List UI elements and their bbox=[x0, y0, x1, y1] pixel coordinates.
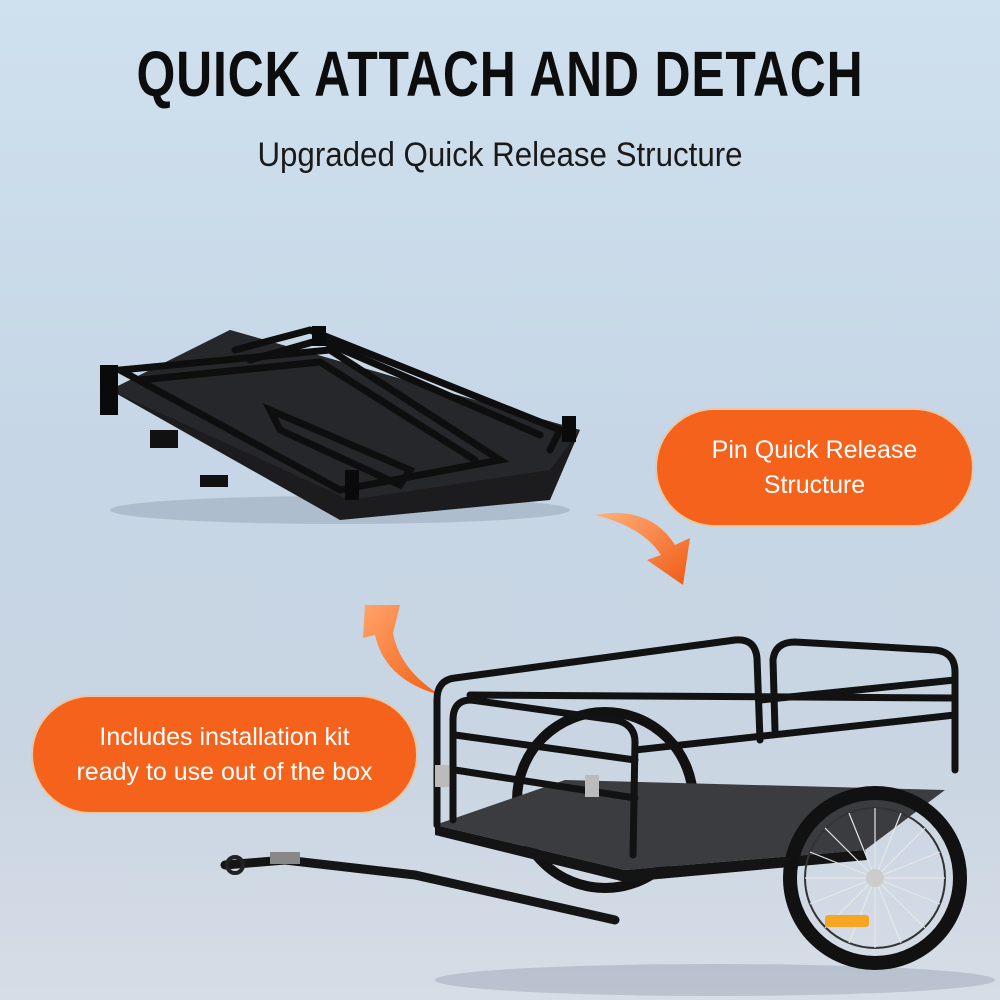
curved-arrow-up-icon bbox=[363, 605, 440, 695]
installation-kit-callout: Includes installation kit ready to use o… bbox=[33, 697, 416, 812]
callout-line: Structure bbox=[763, 470, 866, 499]
curved-arrow-down-icon bbox=[595, 513, 690, 585]
callout-line: Includes installation kit bbox=[99, 722, 350, 751]
pin-quick-release-callout: Pin Quick Release Structure bbox=[657, 410, 972, 525]
callout-line: ready to use out of the box bbox=[76, 757, 373, 786]
assembled-trailer-image bbox=[220, 636, 995, 996]
page-subtitle: Upgraded Quick Release Structure bbox=[257, 136, 743, 174]
callout-line: Pin Quick Release bbox=[711, 435, 918, 464]
folded-trailer-image bbox=[100, 326, 580, 524]
page-title: QUICK ATTACH AND DETACH bbox=[136, 38, 864, 110]
